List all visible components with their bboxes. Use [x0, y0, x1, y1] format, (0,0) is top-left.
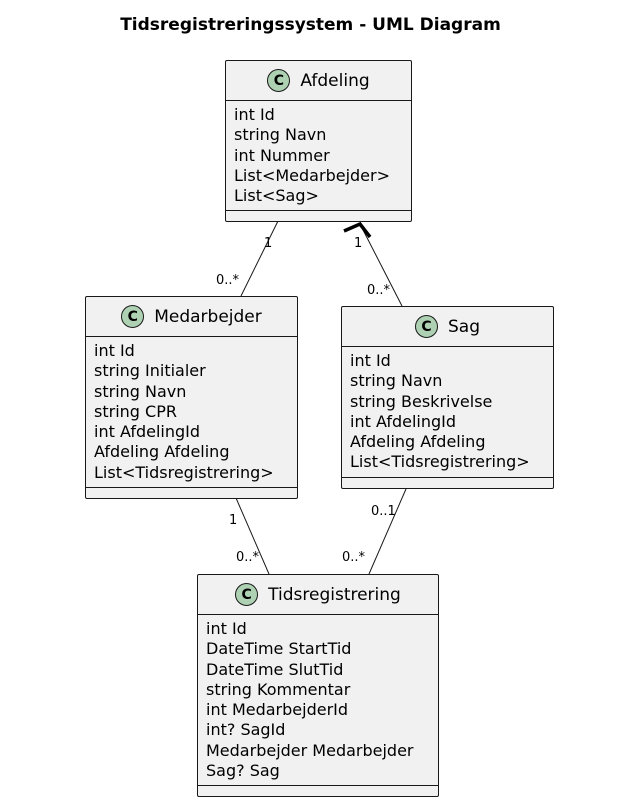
- class-methods: [86, 488, 297, 496]
- class-header: C Sag: [342, 307, 553, 347]
- attribute: string Navn: [234, 125, 327, 145]
- association-sag-tidsregistrering: [368, 488, 407, 575]
- association-afdeling-medarbejder: [240, 220, 279, 297]
- class-methods: [226, 211, 411, 219]
- attribute: Afdeling Afdeling: [350, 432, 486, 452]
- attribute: DateTime SlutTid: [206, 659, 344, 679]
- attribute: Medarbejder Medarbejder: [206, 740, 414, 760]
- class-header: C Tidsregistrering: [198, 575, 438, 615]
- attribute: List<Tidsregistrering>: [350, 452, 530, 472]
- attribute: string Kommentar: [206, 679, 351, 699]
- attribute: int AfdelingId: [94, 422, 201, 442]
- class-name: Afdeling: [300, 70, 370, 91]
- attribute: Afdeling Afdeling: [94, 442, 230, 462]
- class-sag: C Sag int Id string Navn string Beskrive…: [341, 306, 554, 489]
- attribute: string CPR: [94, 401, 177, 421]
- mult-medarbejder-tidsreg-from: 1: [229, 513, 237, 528]
- association-afdeling-sag: [359, 223, 403, 307]
- class-afdeling: C Afdeling int Id string Navn int Nummer…: [225, 60, 412, 222]
- attribute: int Id: [350, 351, 391, 370]
- attribute: string Navn: [350, 371, 443, 391]
- attribute: List<Tidsregistrering>: [94, 462, 274, 482]
- attribute: string Navn: [94, 381, 187, 401]
- mult-afdeling-sag-from: 1: [354, 236, 362, 251]
- mult-sag-tidsreg-from: 0..1: [371, 504, 396, 519]
- class-c-icon: C: [121, 305, 145, 328]
- attribute: List<Medarbejder>: [234, 165, 390, 185]
- class-attributes: int Id string Navn string Beskrivelse in…: [342, 347, 553, 478]
- attribute: int Id: [206, 619, 247, 638]
- diagram-title: Tidsregistreringssystem - UML Diagram: [120, 15, 501, 35]
- attribute: string Beskrivelse: [350, 391, 493, 411]
- class-attributes: int Id string Navn int Nummer List<Medar…: [226, 101, 411, 212]
- class-name: Sag: [448, 316, 480, 337]
- class-header: C Medarbejder: [86, 297, 297, 337]
- attribute: int Nummer: [234, 145, 330, 165]
- class-header: C Afdeling: [226, 61, 411, 101]
- attribute: DateTime StartTid: [206, 639, 352, 659]
- class-methods: [198, 786, 438, 794]
- attribute: int MedarbejderId: [206, 700, 349, 720]
- attribute: int Id: [94, 341, 135, 360]
- attribute: Sag? Sag: [206, 761, 280, 781]
- class-attributes: int Id DateTime StartTid DateTime SlutTi…: [198, 615, 438, 787]
- association-medarbejder-tidsregistrering: [235, 497, 270, 575]
- open-arrowhead-icon: [343, 221, 372, 239]
- class-tidsregistrering: C Tidsregistrering int Id DateTime Start…: [197, 574, 439, 797]
- mult-sag-tidsreg-to: 0..*: [342, 550, 366, 565]
- attribute: int Id: [234, 105, 275, 124]
- class-methods: [342, 478, 553, 486]
- attribute: List<Sag>: [234, 186, 319, 206]
- attribute: int AfdelingId: [350, 411, 457, 431]
- mult-afdeling-medarbejder-from: 1: [264, 236, 272, 251]
- class-medarbejder: C Medarbejder int Id string Initialer st…: [85, 296, 298, 499]
- mult-afdeling-sag-to: 0..*: [367, 283, 391, 298]
- attribute: string Initialer: [94, 361, 206, 381]
- class-name: Medarbejder: [154, 306, 262, 327]
- attribute: int? SagId: [206, 720, 286, 740]
- class-name: Tidsregistrering: [268, 584, 401, 605]
- class-attributes: int Id string Initialer string Navn stri…: [86, 337, 297, 489]
- class-c-icon: C: [267, 69, 291, 92]
- class-c-icon: C: [415, 315, 438, 338]
- mult-afdeling-medarbejder-to: 0..*: [216, 273, 240, 288]
- class-c-icon: C: [235, 583, 259, 606]
- mult-medarbejder-tidsreg-to: 0..*: [236, 550, 260, 565]
